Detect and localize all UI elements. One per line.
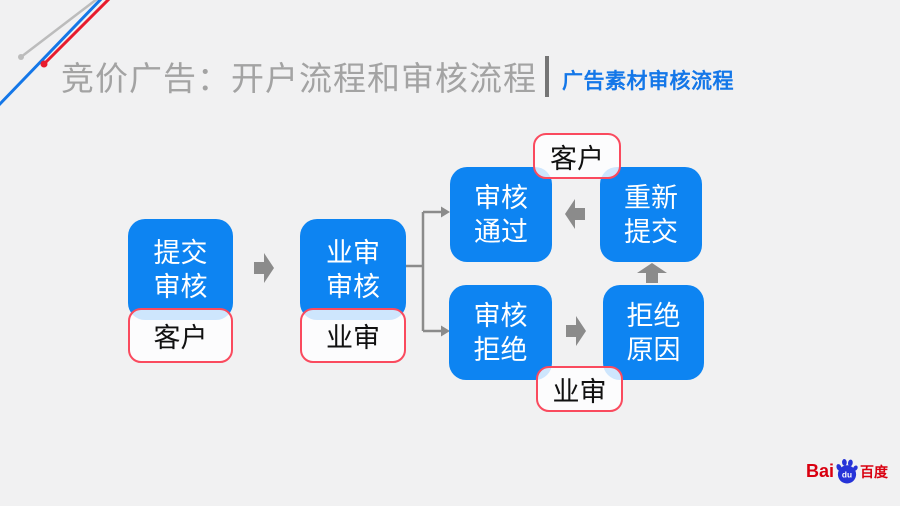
block-arrow-right-1 [254,253,274,283]
baidu-paw-icon: du [836,459,858,484]
arrowhead-to-reject [441,325,450,337]
node-review-reject: 审核 拒绝 [449,285,552,380]
tag-customer-left: 客户 [128,308,233,363]
page-subtitle: 广告素材审核流程 [562,70,734,93]
title-divider [545,56,549,97]
svg-text:du: du [842,470,852,480]
node-reject-reason: 拒绝 原因 [603,285,704,380]
block-arrow-up [637,263,667,283]
decorative-corner-lines [0,0,111,107]
tag-customer-top: 客户 [533,133,621,179]
baidu-logo-bai: Bai [806,461,835,481]
baidu-logo-cn: 百度 [860,464,889,480]
baidu-logo: Bai du 百度 [806,458,888,484]
tag-biz-bottom: 业审 [536,366,623,412]
node-submit-review: 提交 审核 [128,219,233,320]
node-review-pass: 审核 通过 [450,167,552,262]
node-resubmit: 重新 提交 [600,167,702,262]
arrowhead-to-pass [441,206,450,218]
block-arrow-left [565,199,585,229]
tag-biz-left: 业审 [300,308,406,363]
node-biz-review: 业审 审核 [300,219,406,320]
block-arrow-right-2 [566,316,586,346]
page-title: 竞价广告：开户流程和审核流程 [61,60,537,97]
